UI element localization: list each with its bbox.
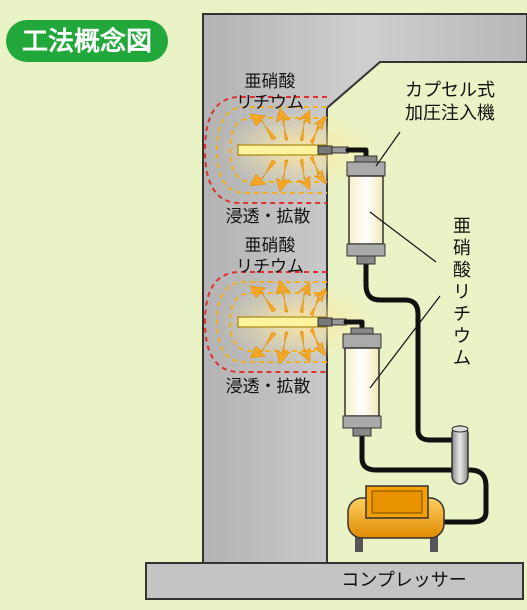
svg-text:亜: 亜 <box>453 216 471 237</box>
lithium-nitrite-vertical-label: 亜 硝 酸 リ チ ウ ム <box>453 216 471 369</box>
lower-outer-dashed-line <box>203 271 327 373</box>
leader-lines <box>369 131 441 389</box>
lower-diffusion-arrows <box>237 279 327 365</box>
svg-text:リ: リ <box>453 282 471 303</box>
lower-chem-label-1: 亜硝酸 <box>245 236 296 256</box>
svg-text:チ: チ <box>453 304 471 325</box>
title-badge: 工法概念図 <box>6 20 168 62</box>
compressor <box>347 485 445 552</box>
upper-injection-hole <box>237 144 327 156</box>
lower-capsule-injector <box>342 327 382 437</box>
svg-text:ム: ム <box>453 348 471 369</box>
concrete-base <box>145 562 524 600</box>
title-text: 工法概念図 <box>22 26 152 57</box>
capsule-label-line1: カプセル式 <box>405 80 495 101</box>
upper-result-label: 浸透・拡散 <box>226 207 311 227</box>
upper-diffusion-arrows <box>237 107 327 193</box>
lower-result-label: 浸透・拡散 <box>226 377 311 397</box>
lower-chem-label-2: リチウム <box>236 257 304 277</box>
lower-injection-hole <box>237 316 327 328</box>
svg-text:酸: 酸 <box>453 260 471 281</box>
upper-injection-zone: 亜硝酸 リチウム 浸透・拡散 <box>203 72 380 227</box>
svg-text:ウ: ウ <box>453 326 471 347</box>
upper-chem-label-2: リチウム <box>236 93 304 113</box>
capsule-injector-label: カプセル式 加圧注入機 <box>405 80 495 124</box>
upper-outer-dashed-line <box>203 96 327 204</box>
lower-injection-zone: 亜硝酸 リチウム 浸透・拡散 <box>203 236 380 397</box>
upper-capsule-injector <box>346 155 386 265</box>
air-tank <box>451 425 469 485</box>
compressor-label: コンプレッサー <box>341 570 466 591</box>
capsule-label-line2: 加圧注入機 <box>405 103 495 124</box>
svg-text:硝: 硝 <box>453 238 471 259</box>
upper-chem-label-1: 亜硝酸 <box>245 72 296 92</box>
